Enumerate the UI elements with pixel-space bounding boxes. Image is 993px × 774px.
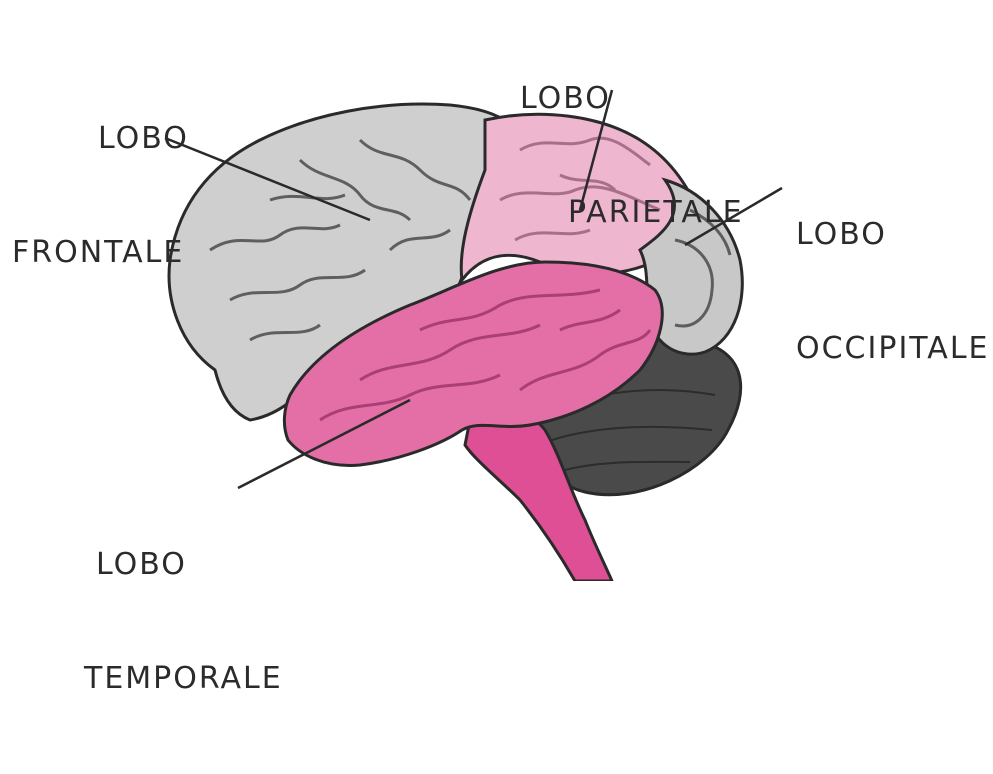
label-occipital-line1: LOBO	[796, 216, 989, 254]
label-occipital-lobe: LOBO OCCIPITALE	[796, 140, 989, 444]
label-frontal-lobe: LOBO FRONTALE	[12, 44, 189, 348]
label-frontal-line1: LOBO	[12, 120, 189, 158]
label-temporal-lobe: LOBO TEMPORALE	[84, 470, 283, 774]
label-parietal-line1: LOBO	[520, 80, 744, 118]
brain-diagram: LOBO FRONTALE LOBO PARIETALE LOBO OCCIPI…	[0, 0, 993, 581]
label-temporal-line1: LOBO	[84, 546, 283, 584]
label-parietal-lobe: LOBO PARIETALE	[520, 4, 744, 308]
label-temporal-line2: TEMPORALE	[84, 660, 283, 698]
label-parietal-line2: PARIETALE	[520, 194, 744, 232]
label-frontal-line2: FRONTALE	[12, 234, 189, 272]
label-occipital-line2: OCCIPITALE	[796, 330, 989, 368]
